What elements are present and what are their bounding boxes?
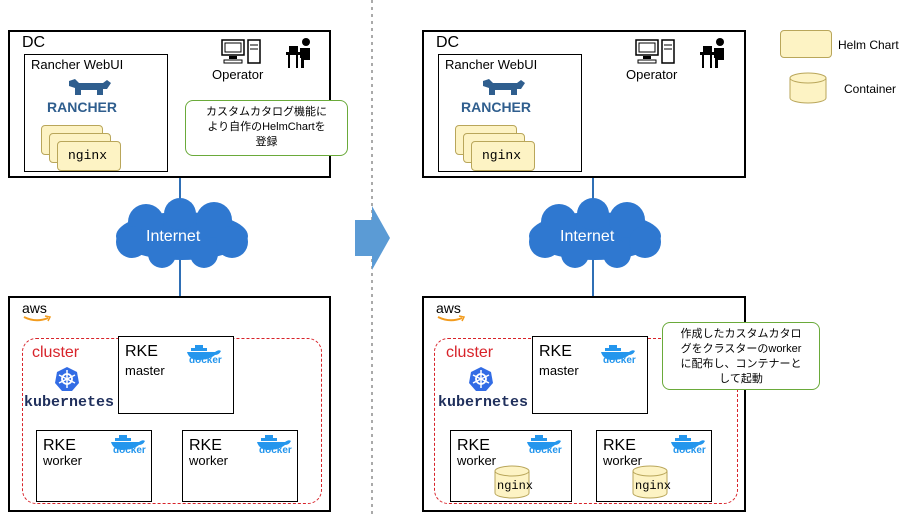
node-title: RKE (603, 437, 636, 454)
kubernetes-label: kubernetes (438, 394, 529, 411)
node-role: master (539, 363, 579, 378)
rancher-logo: RANCHER (47, 99, 117, 115)
rancher-cow-icon (69, 79, 111, 95)
container-cylinder-icon (494, 465, 530, 499)
cluster-label: cluster (446, 344, 494, 361)
docker-whale-icon (527, 435, 561, 450)
node-role: master (125, 363, 165, 378)
node-title: RKE (125, 343, 158, 360)
dc-label: DC (436, 34, 460, 51)
rke-master-node: RKE master docker (118, 336, 234, 414)
node-title: RKE (189, 437, 222, 454)
docker-whale-icon (671, 435, 705, 450)
kubernetes-label: kubernetes (24, 394, 115, 411)
legend-container-swatch (789, 72, 827, 104)
rancher-label: Rancher WebUI (31, 57, 124, 72)
node-role: worker (189, 453, 229, 468)
docker-label: docker (259, 445, 292, 456)
rke-worker-node-1: RKE worker docker nginx (450, 430, 572, 502)
legend-helm-label: Helm Chart (838, 38, 899, 52)
chart-label: nginx (482, 148, 522, 163)
callout-register: カスタムカタログ機能に より自作のHelmChartを 登録 (185, 100, 348, 156)
rke-worker-node-2: RKE worker docker nginx (596, 430, 712, 502)
legend-container-label: Container (844, 82, 897, 96)
legend-helm-swatch (780, 30, 832, 58)
internet-cloud-left (116, 198, 248, 268)
node-role: worker (43, 453, 83, 468)
computer-icon (221, 39, 261, 64)
callout-line-2: より自作のHelmChartを (207, 121, 326, 133)
rancher-box: Rancher WebUI RANCHER nginx (24, 54, 168, 172)
docker-whale-icon (111, 435, 145, 450)
node-title: RKE (457, 437, 490, 454)
rke-master-node: RKE master docker (532, 336, 648, 414)
docker-label: docker (529, 445, 562, 456)
docker-label: docker (113, 445, 146, 456)
callout-line-4: して起動 (719, 373, 763, 385)
callout-line-3: 登録 (255, 136, 278, 148)
callout-deploy: 作成したカスタムカタロ グをクラスターのworker に配布し、コンテナーと し… (662, 322, 820, 390)
docker-whale-icon (257, 435, 291, 450)
cluster-label: cluster (32, 344, 80, 361)
rke-worker-node-2: RKE worker docker (182, 430, 298, 502)
container-label: nginx (497, 479, 534, 493)
docker-whale-icon (187, 345, 221, 360)
callout-line-3: に配布し、コンテナーと (680, 358, 802, 370)
aws-smile-icon (437, 315, 466, 322)
helm-chart-nginx: nginx (471, 141, 535, 171)
chart-label: nginx (68, 148, 108, 163)
kubernetes-icon (55, 367, 79, 391)
callout-line-2: グをクラスターのworker (680, 343, 802, 355)
node-role: worker (603, 453, 643, 468)
docker-label: docker (603, 355, 636, 366)
rancher-logo: RANCHER (461, 99, 531, 115)
node-role: worker (457, 453, 497, 468)
rancher-box: Rancher WebUI RANCHER nginx (438, 54, 582, 172)
aws-box-right: aws cluster kubernetes RKE master docker… (422, 296, 820, 512)
container-cylinder-icon (632, 465, 668, 499)
computer-icon (635, 39, 675, 64)
operator-label: Operator (212, 67, 264, 82)
container-label: nginx (635, 479, 672, 493)
callout-line-1: カスタムカタログ機能に (206, 106, 327, 118)
dc-box-right: DC Rancher WebUI RANCHER nginx Operator (422, 30, 746, 178)
operator-label: Operator (626, 67, 678, 82)
dc-box-left: DC Rancher WebUI RANCHER nginx Operator … (8, 30, 348, 178)
internet-label: Internet (146, 228, 201, 245)
callout-line-1: 作成したカスタムカタロ (680, 328, 802, 340)
transition-arrow (355, 206, 390, 270)
docker-label: docker (673, 445, 706, 456)
internet-cloud-right (529, 198, 661, 268)
rke-worker-node-1: RKE worker docker (36, 430, 152, 502)
person-desk-icon (700, 38, 724, 68)
rancher-cow-icon (483, 79, 525, 95)
docker-label: docker (189, 355, 222, 366)
aws-box-left: aws cluster kubernetes RKE master docker… (8, 296, 331, 512)
docker-whale-icon (601, 345, 635, 360)
aws-label: aws (436, 300, 461, 316)
dc-label: DC (22, 34, 46, 51)
rancher-label: Rancher WebUI (445, 57, 538, 72)
aws-label: aws (22, 300, 47, 316)
node-title: RKE (43, 437, 76, 454)
helm-chart-nginx: nginx (57, 141, 121, 171)
internet-label: Internet (560, 228, 615, 245)
kubernetes-icon (469, 367, 493, 391)
node-title: RKE (539, 343, 572, 360)
person-desk-icon (286, 38, 310, 68)
aws-smile-icon (23, 315, 52, 322)
